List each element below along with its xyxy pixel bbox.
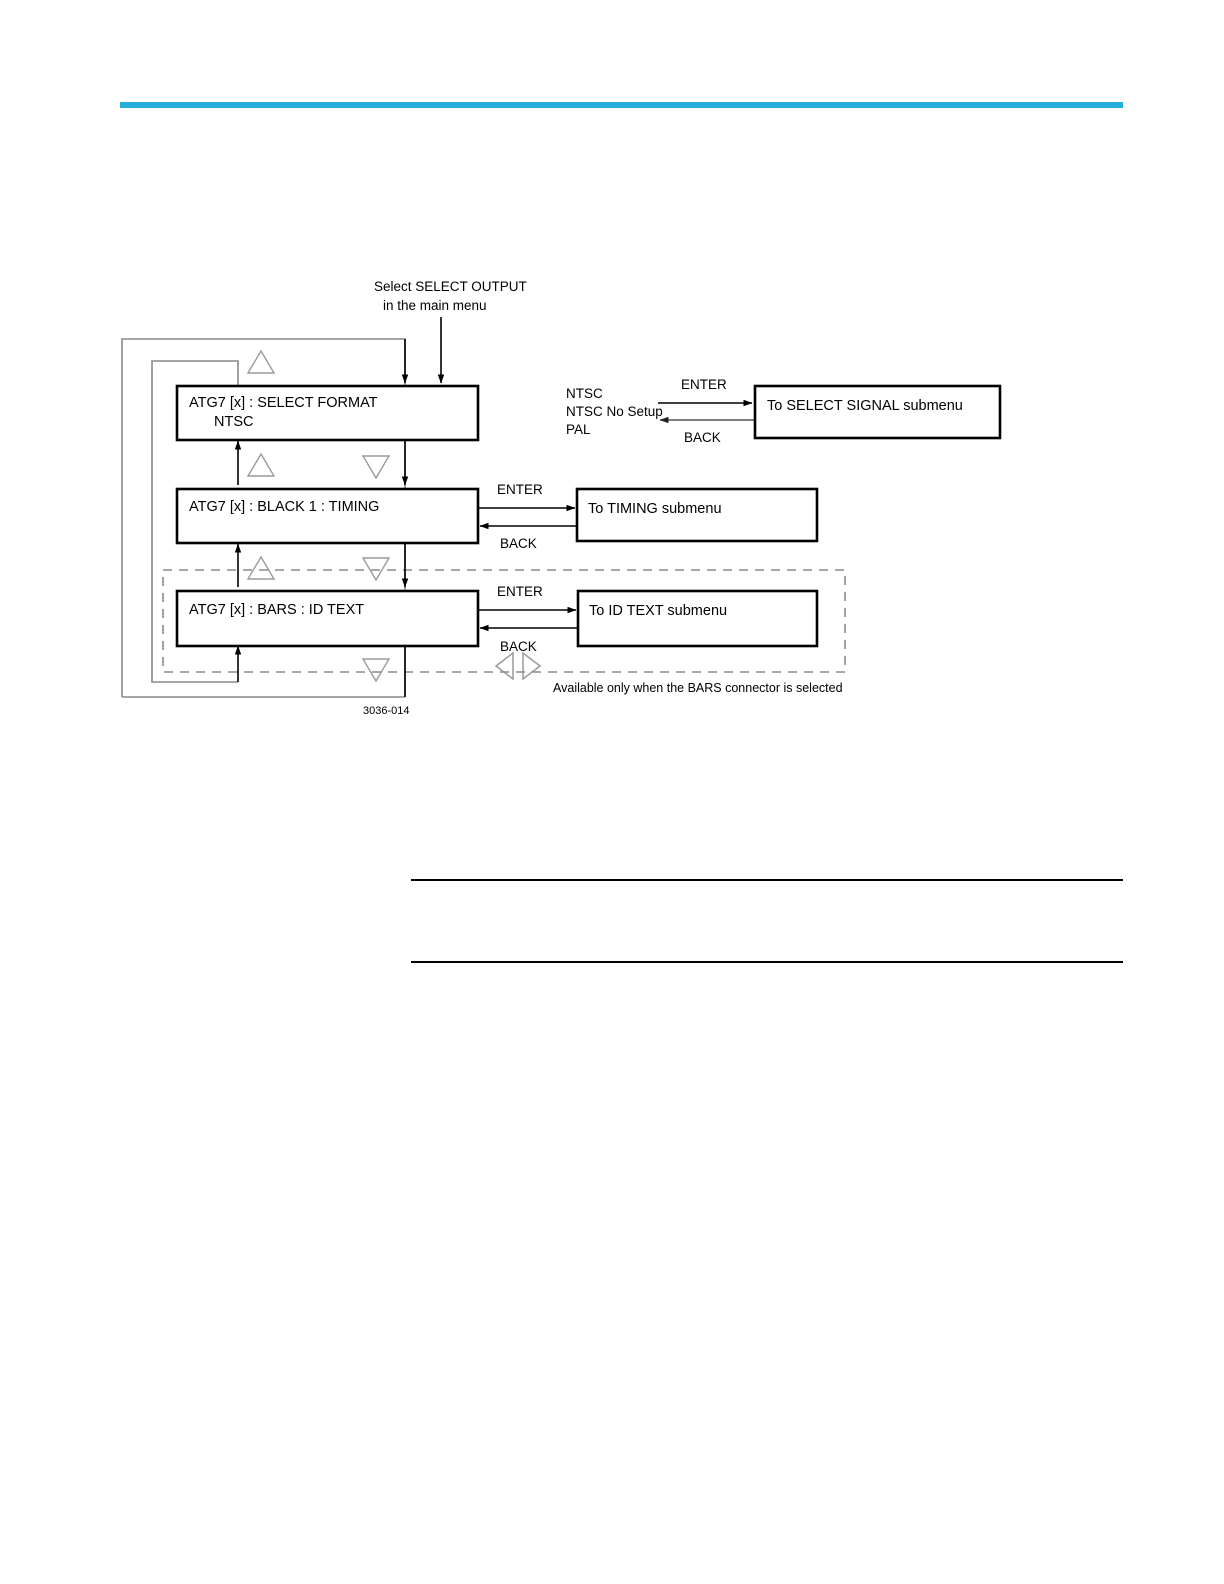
- entry-note: Select SELECT OUTPUT in the main menu: [374, 279, 527, 313]
- menu-box-2-line1: ATG7 [x] : BLACK 1 : TIMING: [189, 499, 379, 515]
- nav-up-icon-3: [246, 555, 276, 580]
- submenu-box-2-label: To TIMING submenu: [588, 501, 722, 517]
- note-rule-top: [411, 879, 1123, 881]
- transition-1-back-label: BACK: [684, 430, 721, 445]
- transition-3-back-label: BACK: [500, 639, 537, 654]
- nav-up-icon-2: [246, 452, 276, 477]
- nav-down-icon-3: [361, 658, 391, 683]
- header-rule: [120, 102, 1123, 108]
- inner-return-loop: [151, 360, 239, 683]
- entry-note-line1: Select SELECT OUTPUT: [374, 279, 527, 294]
- submenu-box-select-signal[interactable]: To SELECT SIGNAL submenu: [753, 384, 1002, 440]
- transition-2-enter-label: ENTER: [497, 482, 543, 497]
- nav-down-icon-1: [361, 455, 391, 480]
- transition-3-enter-label: ENTER: [497, 584, 543, 599]
- format-option-1: NTSC No Setup: [566, 404, 663, 419]
- transition-2-back-label: BACK: [500, 536, 537, 551]
- nav-right-icon: [522, 651, 542, 681]
- bars-only-dashed-region: [162, 569, 846, 673]
- nav-up-icon-1: [246, 349, 276, 374]
- menu-box-3-line1: ATG7 [x] : BARS : ID TEXT: [189, 602, 364, 618]
- menu-box-1-line2: NTSC: [214, 414, 253, 430]
- format-option-2: PAL: [566, 422, 591, 437]
- menu-box-select-format[interactable]: ATG7 [x] : SELECT FORMAT NTSC: [175, 384, 480, 442]
- menu-flow-figure: Select SELECT OUTPUT in the main menu: [0, 255, 1060, 735]
- submenu-box-1-label: To SELECT SIGNAL submenu: [767, 398, 963, 414]
- format-option-0: NTSC: [566, 386, 603, 401]
- menu-box-bars-idtext[interactable]: ATG7 [x] : BARS : ID TEXT: [175, 589, 480, 648]
- format-options-list: NTSC NTSC No Setup PAL: [566, 386, 663, 437]
- menu-box-1-line1: ATG7 [x] : SELECT FORMAT: [189, 395, 378, 411]
- submenu-box-id-text[interactable]: To ID TEXT submenu: [576, 589, 819, 648]
- entry-note-line2: in the main menu: [383, 298, 487, 313]
- figure-id: 3036-014: [363, 705, 410, 717]
- submenu-box-timing[interactable]: To TIMING submenu: [575, 487, 819, 543]
- note-rule-bottom: [411, 961, 1123, 963]
- menu-box-black-timing[interactable]: ATG7 [x] : BLACK 1 : TIMING: [175, 487, 480, 545]
- figure-footnote: Available only when the BARS connector i…: [553, 681, 843, 695]
- nav-left-icon: [494, 651, 514, 681]
- nav-down-icon-2: [361, 557, 391, 582]
- transition-1-enter-label: ENTER: [681, 377, 727, 392]
- submenu-box-3-label: To ID TEXT submenu: [589, 603, 727, 619]
